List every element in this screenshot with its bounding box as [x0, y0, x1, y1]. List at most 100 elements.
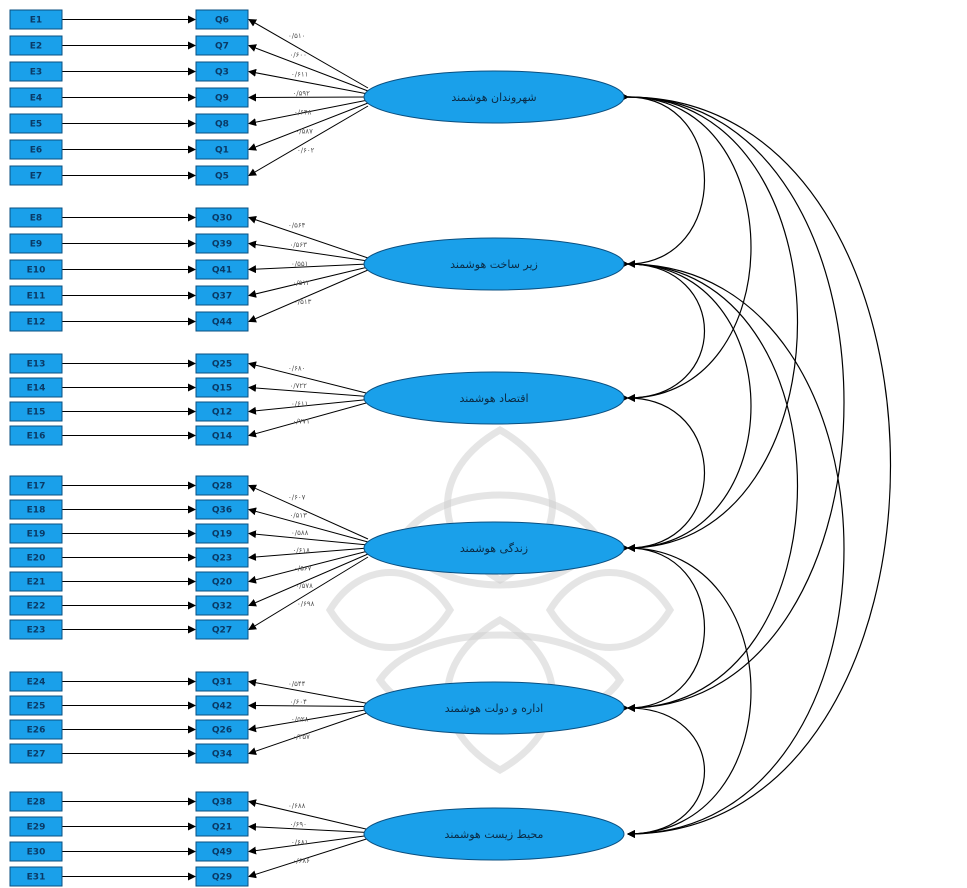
indicator-box — [195, 139, 249, 160]
indicator-box — [195, 595, 249, 616]
loading-arrow — [248, 44, 369, 92]
loading-value: ۰/۶۰۷ — [288, 494, 306, 502]
loading-value: ۰/۵۴۴ — [288, 680, 306, 688]
error-term-label: E13 — [27, 360, 46, 370]
error-term-box — [9, 285, 63, 306]
error-term-box — [9, 671, 63, 692]
loading-arrow — [248, 361, 369, 394]
error-term-box — [9, 866, 63, 887]
indicator-box — [195, 233, 249, 254]
latent-construct — [363, 681, 625, 735]
loading-value: ۰/۷۷۱ — [293, 418, 310, 426]
covariance-arc — [620, 92, 798, 552]
error-term-label: E3 — [30, 68, 42, 78]
error-term-box — [9, 425, 63, 446]
error-term-box — [9, 719, 63, 740]
loading-value: ۰/۵۷۸ — [296, 582, 314, 590]
indicator-box — [195, 207, 249, 228]
error-term-label: E15 — [27, 408, 46, 418]
indicator-label: Q32 — [212, 602, 232, 612]
loading-value: ۰/۶۰۰ — [290, 51, 307, 59]
indicator-box — [195, 425, 249, 446]
loading-arrow — [248, 709, 369, 733]
loading-value: ۰/۴۵۷ — [293, 733, 311, 741]
indicator-label: Q26 — [212, 726, 232, 736]
error-term-label: E7 — [30, 172, 42, 182]
latent-construct — [363, 70, 625, 124]
loading-value: ۰/۶۱۱ — [291, 400, 308, 408]
error-term-box — [9, 695, 63, 716]
error-term-box — [9, 619, 63, 640]
error-term-box — [9, 595, 63, 616]
latent-construct — [363, 371, 625, 425]
indicator-label: Q29 — [212, 873, 232, 883]
indicator-box — [195, 547, 249, 568]
indicator-label: Q37 — [212, 292, 232, 302]
error-term-box — [9, 113, 63, 134]
error-term-label: E28 — [27, 798, 46, 808]
error-term-box — [9, 841, 63, 862]
indicator-label: Q7 — [215, 42, 229, 52]
loading-value: ۰/۵۹۲ — [293, 89, 311, 97]
indicator-label: Q41 — [212, 266, 232, 276]
loading-value: ۰/۶۹۰ — [290, 820, 307, 828]
loading-arrow — [248, 530, 369, 546]
indicator-label: Q1 — [215, 146, 229, 156]
error-term-box — [9, 816, 63, 837]
error-term-label: E4 — [30, 94, 42, 104]
loading-arrow — [248, 105, 369, 177]
loading-value: ۰/۶۴۸ — [294, 108, 312, 116]
indicator-label: Q8 — [215, 120, 229, 130]
loading-value: ۰/۶۱۱ — [291, 70, 308, 78]
loading-value: ۰/۶۸۱ — [291, 839, 308, 847]
loading-arrow — [248, 68, 369, 95]
indicator-box — [195, 743, 249, 764]
covariance-arc — [620, 393, 705, 552]
error-term-box — [9, 87, 63, 108]
indicator-box — [195, 791, 249, 812]
loading-arrow — [248, 215, 369, 259]
loading-arrow — [248, 266, 369, 298]
indicator-box — [195, 619, 249, 640]
loading-value: ۰/۵۸۸ — [291, 529, 309, 537]
loading-arrow — [248, 484, 369, 540]
loading-value: ۰/۶۸۶ — [293, 857, 311, 865]
error-term-label: E26 — [27, 726, 46, 736]
indicator-label: Q15 — [212, 384, 232, 394]
loading-arrow — [248, 102, 369, 151]
latent-construct-label: زیر ساخت هوشمند — [450, 258, 538, 271]
indicator-label: Q14 — [212, 432, 232, 442]
indicator-box — [195, 87, 249, 108]
latent-construct-label: شهروندان هوشمند — [451, 91, 536, 104]
indicator-box — [195, 719, 249, 740]
loading-arrow — [248, 838, 369, 879]
error-term-box — [9, 233, 63, 254]
error-term-box — [9, 401, 63, 422]
indicator-box — [195, 165, 249, 186]
loading-value: ۰/۶۰۲ — [297, 147, 315, 155]
loading-arrow — [248, 553, 369, 607]
covariance-arc — [620, 543, 706, 712]
indicator-box — [195, 499, 249, 520]
latent-construct — [363, 237, 625, 291]
indicator-box — [195, 866, 249, 887]
loading-arrow — [248, 402, 369, 438]
error-term-label: E23 — [27, 626, 46, 636]
covariance-arc — [620, 259, 799, 712]
loading-arrow — [248, 240, 369, 262]
indicator-box — [195, 259, 249, 280]
covariance-arc — [620, 92, 845, 712]
indicator-box — [195, 695, 249, 716]
indicator-label: Q44 — [212, 318, 232, 328]
indicator-box — [195, 35, 249, 56]
indicator-box — [195, 285, 249, 306]
latent-construct-label: اقتصاد هوشمند — [459, 392, 528, 405]
indicator-label: Q42 — [212, 702, 232, 712]
error-term-box — [9, 547, 63, 568]
error-term-label: E31 — [27, 873, 46, 883]
error-term-box — [9, 139, 63, 160]
error-term-label: E9 — [30, 240, 42, 250]
